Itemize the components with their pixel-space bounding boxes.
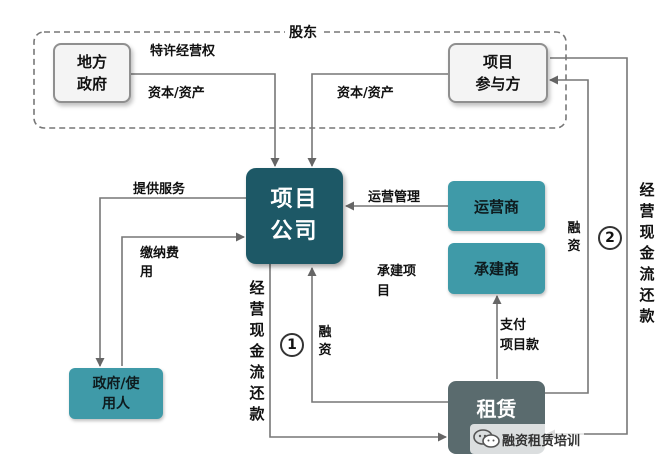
edge-cashflow-repay-left: [269, 264, 447, 442]
marker-two: 2: [598, 226, 622, 250]
project-company-node: 项目 公司: [246, 168, 343, 264]
label-cashflow-repay-right: 经营现金流还款: [639, 181, 655, 325]
label-cashflow-repay-left: 经营现金流还款: [249, 279, 265, 423]
edge-franchise: [131, 73, 280, 167]
edge-pay-fees: [121, 232, 245, 366]
edge-provide-services: [95, 197, 248, 367]
edge-cashflow-repay-right: [546, 57, 628, 439]
contractor-node: 承建商: [448, 243, 545, 294]
edge-participant-capital: [307, 73, 448, 167]
edge-financing-2: [545, 75, 589, 394]
watermark: 融资租赁培训: [470, 424, 585, 454]
government-users-node: 政府/使 用人: [69, 368, 163, 419]
local-government-node: 地方 政府: [53, 43, 131, 103]
edge-financing-1: [307, 267, 448, 403]
label-pay-fees: 缴纳费 用: [140, 246, 180, 280]
label-operation-management: 运营管理: [368, 190, 421, 205]
label-capital-assets-left: 资本/资产: [148, 86, 205, 101]
label-capital-assets-right: 资本/资产: [337, 86, 394, 101]
label-financing-1: 融资: [318, 325, 332, 358]
marker-one: 1: [280, 333, 304, 357]
operator-node: 运营商: [448, 181, 545, 231]
label-construction-project: 承建项 目: [377, 264, 417, 299]
wechat-icon: [472, 428, 502, 450]
label-pay-project-funds: 支付 项目款: [500, 318, 540, 353]
project-participants-node: 项目 参与方: [448, 43, 548, 103]
label-financing-2: 融资: [567, 221, 581, 254]
leasing-label: 租赁: [476, 397, 517, 421]
label-provide-services: 提供服务: [133, 182, 186, 197]
watermark-text: 融资租赁培训: [502, 433, 581, 449]
label-franchise: 特许经营权: [150, 44, 216, 59]
shareholders-label: 股东: [285, 22, 321, 42]
